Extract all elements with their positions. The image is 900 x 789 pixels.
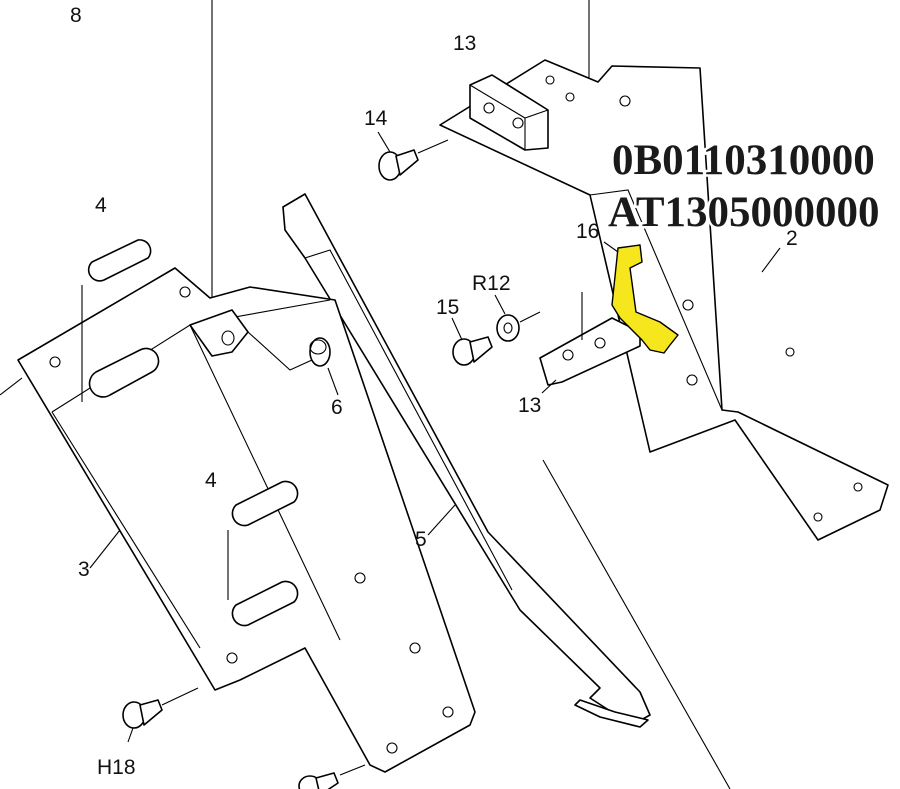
leader-2: [761, 247, 781, 273]
callout-13-bottom: 13: [518, 394, 541, 417]
leader-3: [89, 529, 121, 569]
screw-part-14: [377, 131, 449, 181]
callout-H18: H18: [97, 756, 136, 779]
plate-part-2: [439, 59, 889, 541]
leader-6: [327, 367, 339, 396]
callout-16: 16: [576, 220, 599, 243]
bracket-part-5: [282, 193, 651, 728]
roller-part-4-top: [81, 239, 152, 402]
part-number-line-1: 0B0110310000: [612, 137, 875, 184]
guide-line-left: [0, 377, 23, 396]
leader-5: [427, 504, 456, 536]
callout-2: 2: [786, 227, 798, 250]
pin-part-6: [309, 337, 331, 367]
part-number-line-2: AT1305000000: [608, 189, 880, 236]
callout-14: 14: [364, 107, 388, 130]
callout-5: 5: [415, 528, 427, 551]
callout-13-top: 13: [453, 32, 476, 55]
callout-6: 6: [331, 396, 343, 419]
block-part-13-top: [469, 74, 549, 151]
roller-part-3-boss-top: [88, 347, 160, 398]
callout-R12: R12: [472, 272, 511, 295]
block-part-13-bottom: [539, 292, 641, 386]
callout-4-top: 4: [95, 194, 107, 217]
screw-bottom-partial: [298, 764, 366, 789]
callout-3: 3: [78, 558, 90, 581]
callout-15: 15: [436, 296, 459, 319]
screw-part-H18: [122, 687, 199, 743]
washer-part-R12: [494, 294, 541, 342]
leader-13-bottom: [541, 379, 557, 394]
callout-4-mid: 4: [205, 469, 217, 492]
callout-8: 8: [70, 4, 82, 27]
roller-part-4-mid: [227, 480, 299, 600]
highlighted-part-16[interactable]: [603, 241, 679, 354]
screw-part-15: [451, 317, 493, 366]
roller-part-3-boss-bottom: [231, 580, 299, 627]
guide-line-bottom: [542, 459, 731, 789]
hinge-part-8: [189, 309, 313, 371]
